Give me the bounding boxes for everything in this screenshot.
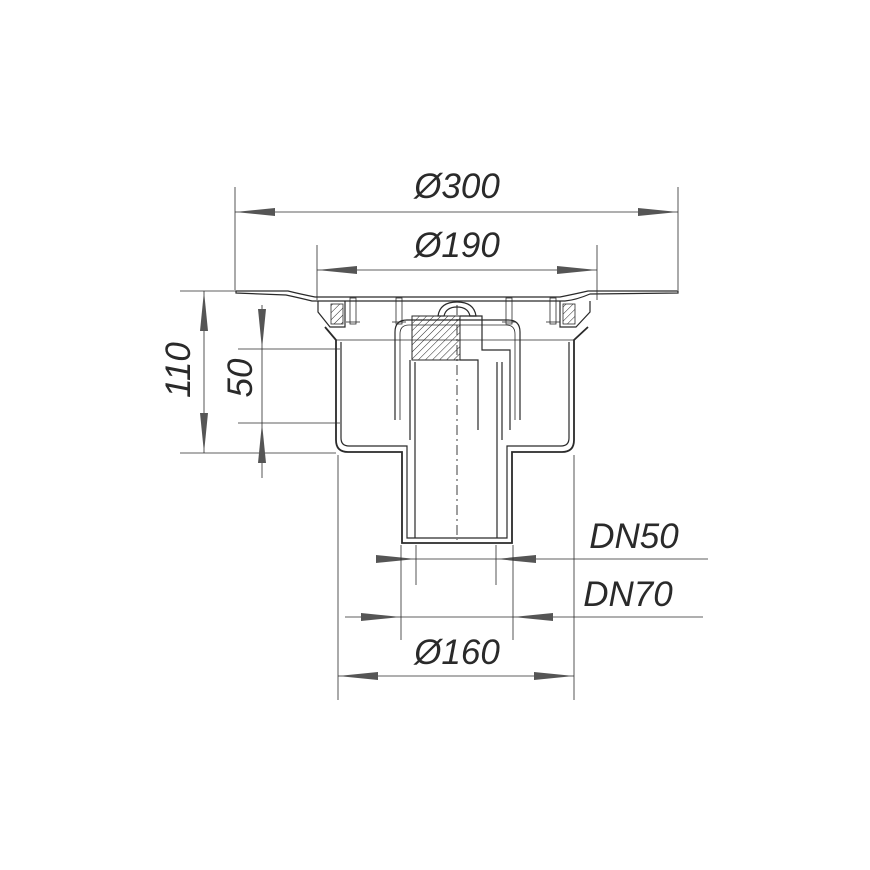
- arrow-160-right: [534, 672, 574, 680]
- ring-hatch-left: [330, 303, 344, 325]
- label-height-50: 50: [221, 358, 260, 397]
- body-outer: [324, 326, 589, 544]
- label-height-110: 110: [159, 342, 198, 398]
- cover-hatch: [411, 315, 461, 361]
- label-dia-190: Ø190: [413, 226, 500, 265]
- arrow-dn70-left: [361, 613, 401, 621]
- arrow-dn50-left: [376, 555, 416, 563]
- arrow-50-bottom: [258, 423, 266, 463]
- trap-insert: [394, 319, 521, 420]
- flange-plate: [235, 290, 679, 302]
- arrow-110-bottom: [200, 413, 208, 453]
- arrow-160-left: [338, 672, 378, 680]
- drain-body: [235, 290, 679, 544]
- arrow-190-right: [557, 266, 597, 274]
- inner-pipe: [409, 360, 503, 538]
- arrow-300-left: [235, 208, 275, 216]
- bolts: [346, 297, 560, 325]
- label-dn50: DN50: [589, 517, 679, 556]
- arrow-300-right: [638, 208, 678, 216]
- dimension-labels: Ø300 Ø190 110 50 DN50 DN70 Ø160: [159, 167, 679, 672]
- arrow-190-left: [317, 266, 357, 274]
- label-dn70: DN70: [583, 575, 673, 614]
- arrow-dn70-right: [513, 613, 553, 621]
- label-dia-160: Ø160: [413, 633, 500, 672]
- clamping-ring: [317, 301, 591, 328]
- label-dia-300: Ø300: [413, 167, 500, 206]
- arrow-dn50-right: [496, 555, 536, 563]
- body-inner: [340, 342, 570, 539]
- ring-hatch-right: [562, 303, 576, 325]
- dimension-lines: [180, 187, 708, 700]
- arrow-50-top: [258, 309, 266, 349]
- arrow-110-top: [200, 291, 208, 331]
